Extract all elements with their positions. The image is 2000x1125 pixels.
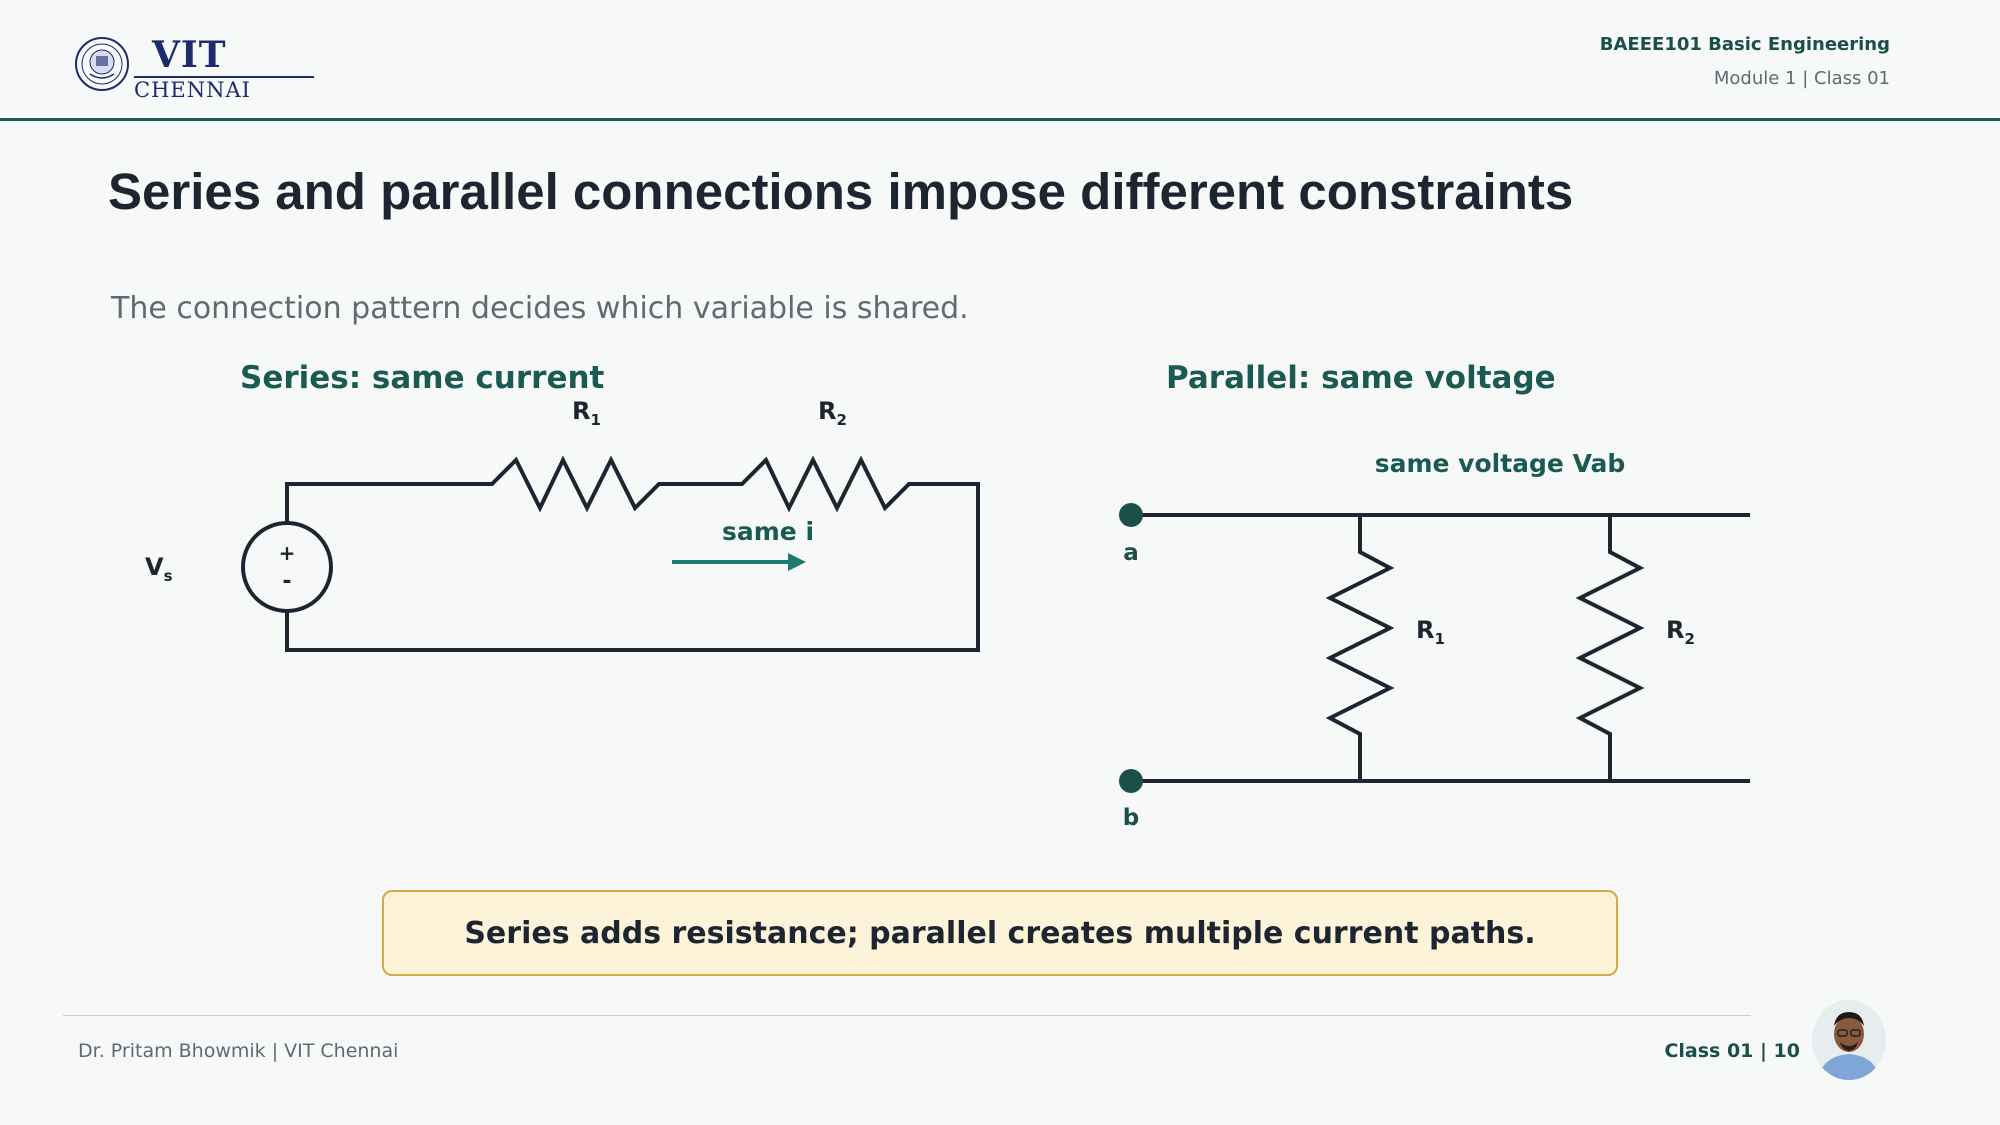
- logo-location: CHENNAI: [134, 78, 251, 102]
- slide-header: VIT CHENNAI BAEEE101 Basic Engineering M…: [0, 0, 2000, 121]
- presenter-avatar: [1812, 1000, 1886, 1080]
- parallel-label-r2: R2: [1666, 616, 1695, 648]
- series-label-r2: R2: [818, 397, 847, 429]
- node-b-label: b: [1123, 805, 1139, 831]
- footer-page-number: Class 01 | 10: [1664, 1040, 1800, 1062]
- vit-logo: VIT CHENNAI: [74, 34, 314, 102]
- course-title: BAEEE101 Basic Engineering: [1599, 34, 1890, 55]
- parallel-circuit: [1131, 513, 1750, 783]
- parallel-label-r1: R1: [1416, 616, 1445, 648]
- series-wire-right: [285, 482, 980, 652]
- series-resistor-r2: [702, 455, 925, 513]
- current-label: same i: [722, 517, 814, 546]
- series-resistor-r1: [467, 455, 702, 513]
- series-heading: Series: same current: [240, 360, 605, 396]
- node-a-terminal: [1119, 503, 1143, 527]
- voltage-source-icon: [241, 521, 333, 613]
- source-label: Vs: [145, 553, 173, 585]
- source-minus: -: [282, 569, 291, 594]
- series-wire-top: [285, 482, 467, 524]
- parallel-resistor-r2: [1575, 515, 1645, 781]
- callout-text: Series adds resistance; parallel creates…: [464, 915, 1536, 951]
- source-plus: +: [279, 541, 296, 565]
- parallel-heading: Parallel: same voltage: [1166, 360, 1556, 396]
- footer-author: Dr. Pritam Bhowmik | VIT Chennai: [78, 1040, 399, 1062]
- node-a-label: a: [1123, 540, 1139, 566]
- footer-divider: [63, 1015, 1751, 1016]
- logo-divider: [134, 76, 314, 78]
- module-label: Module 1 | Class 01: [1713, 68, 1890, 89]
- node-b-terminal: [1119, 769, 1143, 793]
- slide-title: Series and parallel connections impose d…: [108, 163, 1574, 220]
- vit-seal-icon: [75, 37, 129, 91]
- voltage-label: same voltage Vab: [1375, 449, 1626, 478]
- series-circuit: [241, 455, 980, 652]
- logo-wordmark: VIT: [152, 34, 227, 76]
- series-label-r1: R1: [572, 397, 601, 429]
- current-arrow-icon: [672, 553, 806, 571]
- parallel-resistor-r1: [1325, 515, 1395, 781]
- slide-subtitle: The connection pattern decides which var…: [111, 291, 969, 326]
- key-takeaway-callout: Series adds resistance; parallel creates…: [382, 890, 1618, 976]
